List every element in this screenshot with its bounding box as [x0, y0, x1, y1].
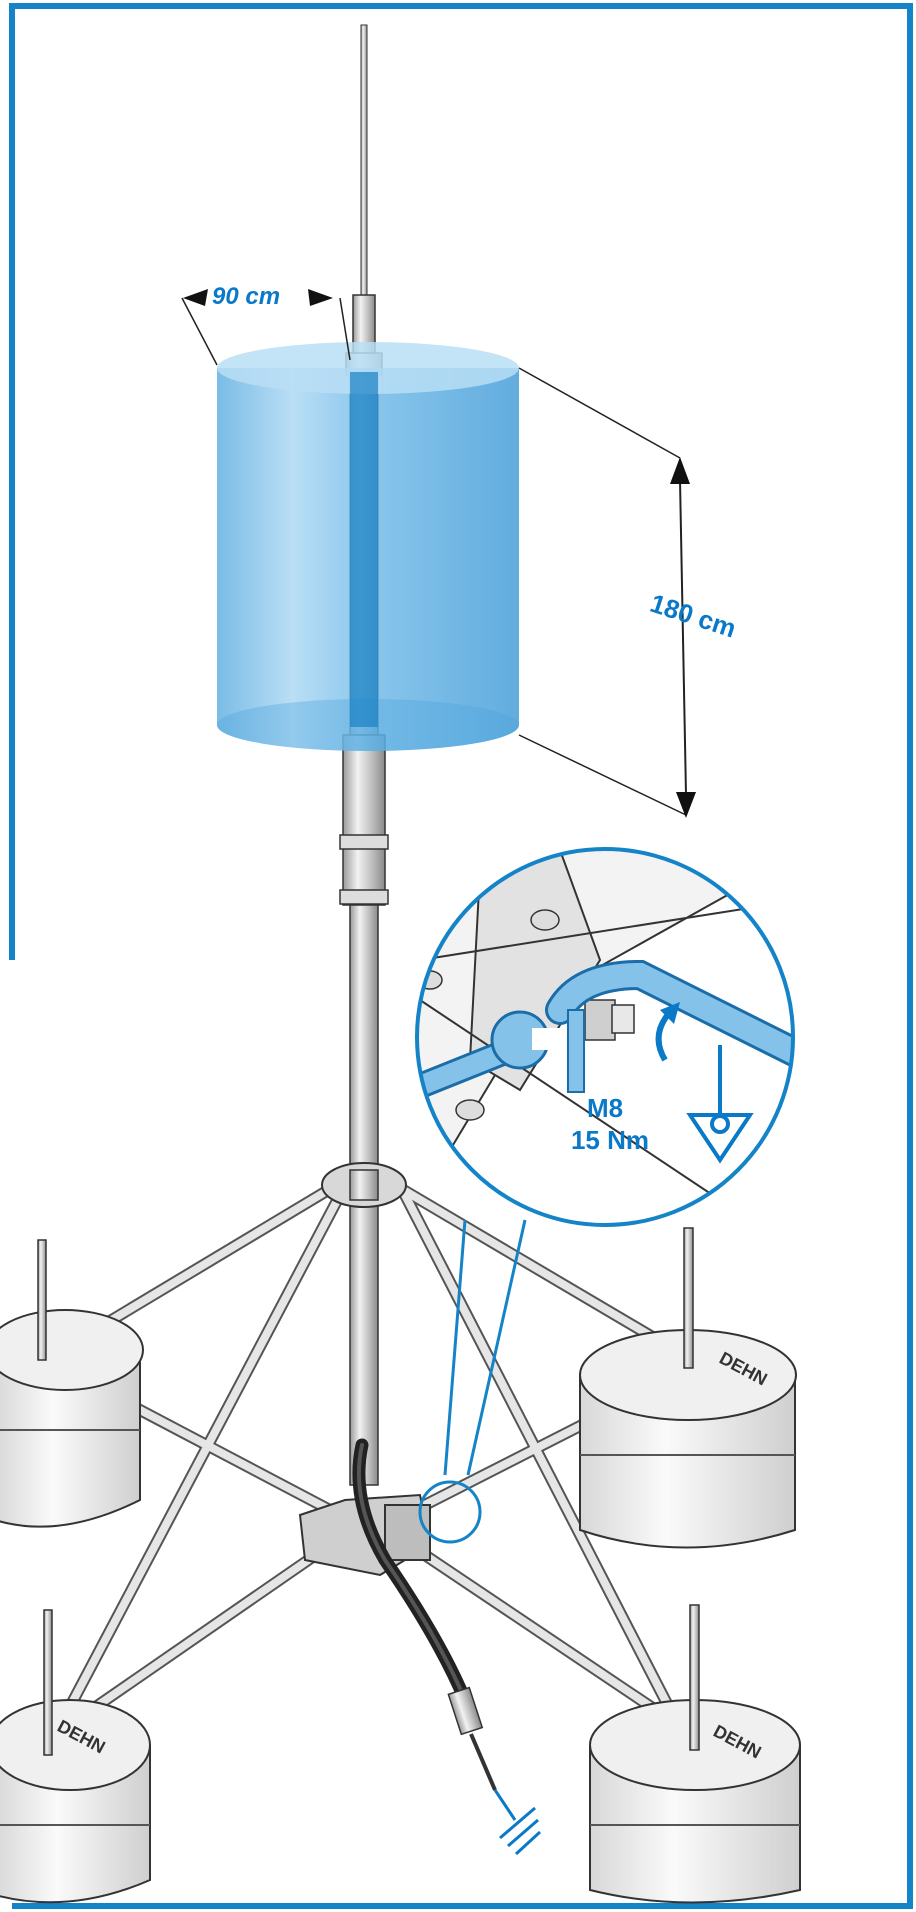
detail-circle: M8 15 Nm — [415, 847, 795, 1227]
base-block-bottom-left: DEHN — [0, 1609, 151, 1904]
diameter-label: 90 cm — [212, 283, 280, 310]
earth-ground-icon — [493, 1789, 542, 1856]
diameter-dimension: 90 cm — [181, 283, 351, 366]
frame-border — [9, 3, 913, 1909]
base-block-bottom-right: DEHN — [589, 1604, 801, 1904]
base-block-top-left — [0, 1239, 144, 1528]
base-plate — [298, 1493, 432, 1577]
wrench-icon — [417, 1010, 562, 1103]
base-block-top-right: DEHN — [579, 1227, 797, 1549]
protection-zone-cylinder — [217, 342, 519, 751]
detail-source-circle — [418, 1480, 482, 1544]
mast — [339, 24, 389, 1486]
height-dimension: 180 cm — [518, 367, 740, 818]
bolt-size-label: M8 — [587, 1093, 623, 1123]
earth-ground-icon — [686, 1045, 754, 1164]
callout-connector — [418, 1219, 527, 1544]
torque-label: 15 Nm — [571, 1125, 649, 1155]
height-label: 180 cm — [647, 588, 740, 644]
earth-cable — [352, 1438, 497, 1791]
tripod-hub — [321, 1162, 407, 1208]
